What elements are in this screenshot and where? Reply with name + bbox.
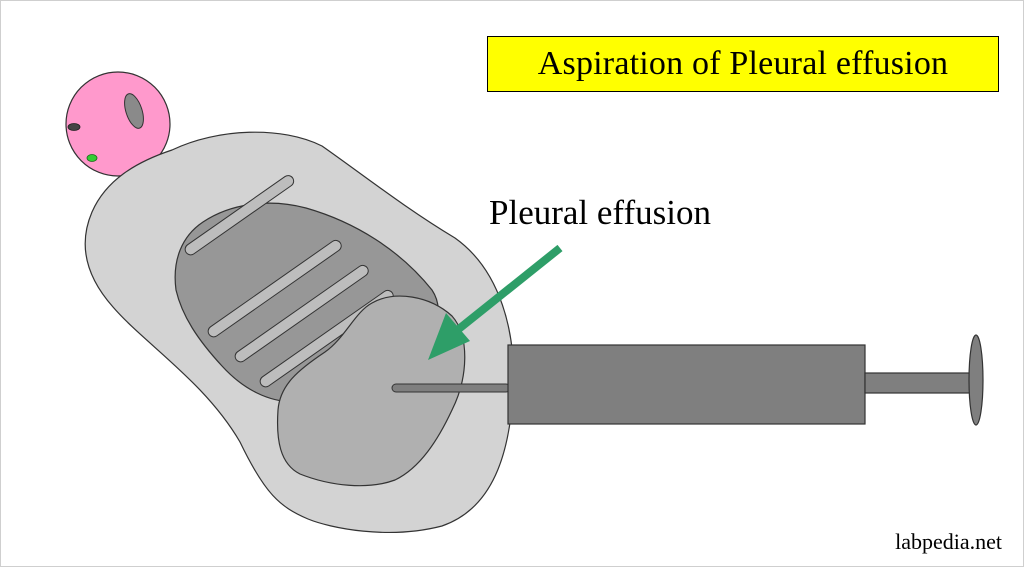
syringe-barrel bbox=[507, 344, 866, 425]
pointer-arrow bbox=[428, 244, 563, 360]
title-box: Aspiration of Pleural effusion bbox=[487, 36, 999, 92]
needle bbox=[391, 383, 511, 393]
plunger-rod bbox=[864, 372, 974, 394]
ribs bbox=[184, 175, 394, 388]
plunger-thumb bbox=[968, 334, 984, 426]
head bbox=[65, 71, 171, 177]
pleural-effusion-label: Pleural effusion bbox=[489, 193, 711, 232]
pleural-fluid bbox=[276, 295, 466, 487]
source-credit: labpedia.net bbox=[895, 529, 1002, 554]
diagram-title: Aspiration of Pleural effusion bbox=[537, 45, 949, 82]
syringe bbox=[391, 334, 984, 426]
